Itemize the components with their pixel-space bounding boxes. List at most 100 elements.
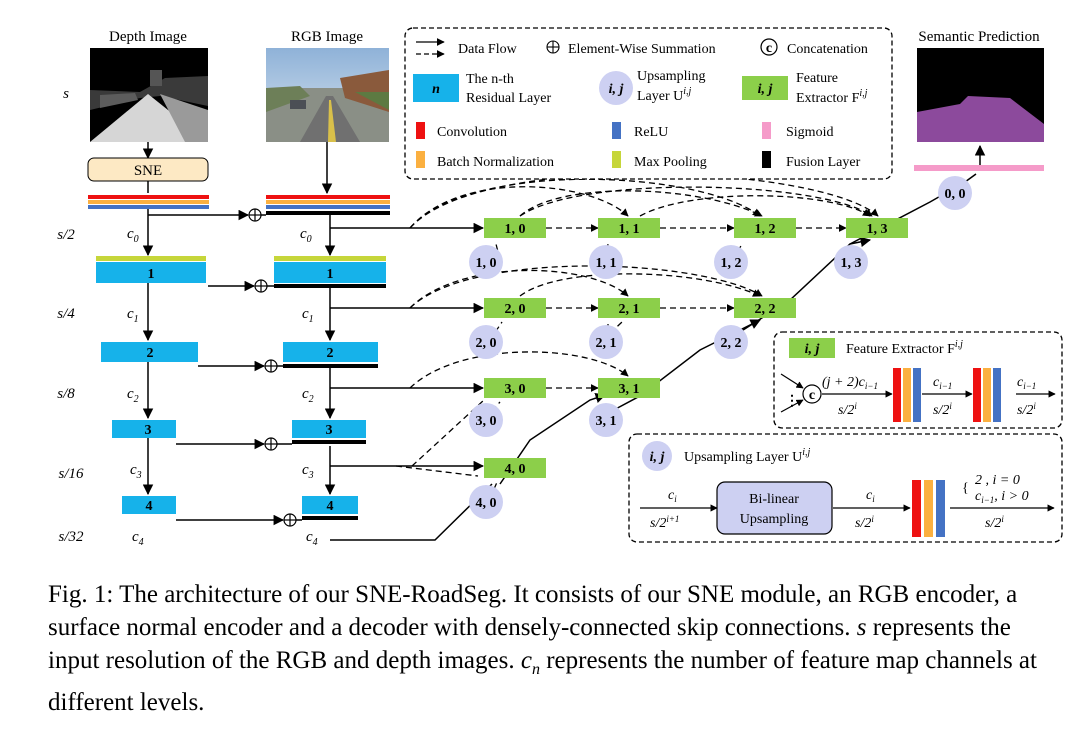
legend-summation: Element-Wise Summation (568, 42, 716, 57)
depth-image-title: Depth Image (109, 29, 187, 45)
svg-text:c4: c4 (306, 529, 318, 548)
extractor-2-2-label: 2, 2 (755, 302, 776, 317)
bilinear-line1: Bi-linear (749, 492, 799, 507)
depth-residual-2-label: 2 (147, 346, 154, 361)
fe-in-bot: s/2i (838, 401, 857, 418)
prediction-title: Semantic Prediction (918, 29, 1040, 45)
architecture-diagram: Depth Image RGB Image Semantic Predictio… (57, 27, 1063, 548)
upsample-1-1-label: 1, 1 (596, 256, 617, 271)
upsample-2-1-label: 2, 1 (596, 336, 617, 351)
upsample-1-0-label: 1, 0 (476, 256, 497, 271)
fe-concat-symbol: c (809, 388, 815, 403)
fe-in-top: (j + 2)ci−1 (822, 375, 878, 391)
rgb-image (266, 48, 389, 142)
legend-residual-icon (413, 74, 459, 102)
extractor-1-1-label: 1, 1 (619, 222, 640, 237)
sne-label: SNE (134, 163, 162, 179)
legend-residual-line1: The n-th (466, 72, 514, 87)
upsample-1-3-label: 1, 3 (841, 256, 862, 271)
svg-text:c2: c2 (302, 386, 314, 405)
prediction-image (917, 48, 1044, 142)
legend-upsampling-line1: Upsampling (637, 69, 705, 84)
up-detail-title: Upsampling Layer Ui,j (684, 447, 810, 465)
up-mid-bot: s/2i (855, 514, 874, 531)
bilinear-upsampling-box (716, 481, 833, 535)
rgb-residual-4-label: 4 (327, 499, 334, 514)
up-mid-top: ci (866, 488, 875, 504)
scale-label-s32: s/32 (58, 529, 84, 545)
legend-fusion-swatch (762, 151, 771, 168)
svg-text:c1: c1 (127, 306, 139, 325)
upsample-1-2-label: 1, 2 (721, 256, 742, 271)
sigmoid-bar (914, 165, 1044, 171)
depth-residual-1-label: 1 (148, 267, 155, 282)
extractor-1-3-label: 1, 3 (867, 222, 888, 237)
rgb-residual-4 (302, 496, 358, 514)
legend-concat: Concatenation (787, 42, 868, 57)
up-detail-symbol: i, j (650, 450, 665, 465)
feature-extractors (484, 218, 908, 478)
extractor-2-0-label: 2, 0 (505, 302, 526, 317)
depth-residual-2 (101, 342, 198, 362)
rgb-residual-1-label: 1 (327, 267, 334, 282)
legend-box (404, 27, 893, 180)
scale-label-s4: s/4 (57, 306, 75, 322)
extractor-2-1-label: 2, 1 (619, 302, 640, 317)
legend-concat-icon (760, 38, 778, 56)
up-out-bot: s/2i (985, 514, 1004, 531)
legend-relu: ReLU (634, 125, 668, 140)
rgb-residual-3 (292, 420, 366, 438)
fe-mid-top: ci−1 (933, 375, 952, 391)
up-in-top: ci (668, 488, 677, 504)
scale-label-s: s (63, 86, 69, 102)
fe-detail-title: Feature Extractor Fi,j (846, 339, 963, 357)
legend-batch-norm: Batch Normalization (437, 155, 554, 170)
svg-text:⋮: ⋮ (785, 394, 799, 409)
fe-concat-icon (802, 384, 822, 404)
legend-upsampling-icon (599, 71, 633, 105)
svg-text:c0: c0 (300, 226, 312, 245)
upsample-4-0-label: 4, 0 (476, 496, 497, 511)
depth-stem-layers (88, 195, 209, 209)
depth-image (90, 48, 208, 142)
summation-nodes (248, 208, 297, 527)
extractor-3-1-label: 3, 1 (619, 382, 640, 397)
svg-text:{: { (962, 481, 969, 496)
legend-concat-symbol: c (766, 41, 772, 56)
scale-label-s8: s/8 (57, 386, 75, 402)
svg-text:c1: c1 (302, 306, 314, 325)
depth-residual-1 (96, 262, 206, 283)
upsampling-layers (469, 176, 972, 519)
legend-bn-swatch (416, 151, 425, 168)
upsample-2-2-label: 2, 2 (721, 336, 742, 351)
fe-detail-symbol: i, j (805, 342, 820, 357)
depth-residual-3 (112, 420, 176, 438)
legend-residual-line2: Residual Layer (466, 91, 551, 106)
legend-extractor-line1: Feature (796, 71, 838, 86)
legend-convolution: Convolution (437, 125, 507, 140)
upsample-3-0-label: 3, 0 (476, 414, 497, 429)
fe-out-top: ci−1 (1017, 375, 1036, 391)
up-layers (912, 480, 945, 537)
dense-skip-connections (395, 173, 879, 499)
legend-relu-swatch (612, 122, 621, 139)
bilinear-line2: Upsampling (740, 512, 808, 527)
depth-residual-4-label: 4 (146, 499, 153, 514)
svg-text:c4: c4 (132, 529, 144, 548)
svg-text:c3: c3 (302, 462, 314, 481)
depth-channel-labels: c0 c1 c2 c3 c4 (127, 226, 144, 548)
up-in-bot: s/2i+1 (650, 514, 679, 531)
scale-label-s2: s/2 (57, 227, 75, 243)
legend-max-pooling: Max Pooling (634, 155, 707, 170)
up-case1: 2 , i = 0 (975, 473, 1020, 488)
extractor-1-2-label: 1, 2 (755, 222, 776, 237)
legend-upsampling-symbol: i, j (609, 82, 624, 97)
extractor-3-0-label: 3, 0 (505, 382, 526, 397)
scale-label-s16: s/16 (58, 466, 84, 482)
extractor-4-0-label: 4, 0 (505, 462, 526, 477)
legend-extractor-line2: Extractor Fi,j (796, 88, 868, 106)
extractor-1-0-label: 1, 0 (505, 222, 526, 237)
legend-residual-symbol: n (432, 82, 440, 97)
legend-extractor-symbol: i, j (758, 82, 773, 97)
legend-data-flow: Data Flow (458, 42, 518, 57)
